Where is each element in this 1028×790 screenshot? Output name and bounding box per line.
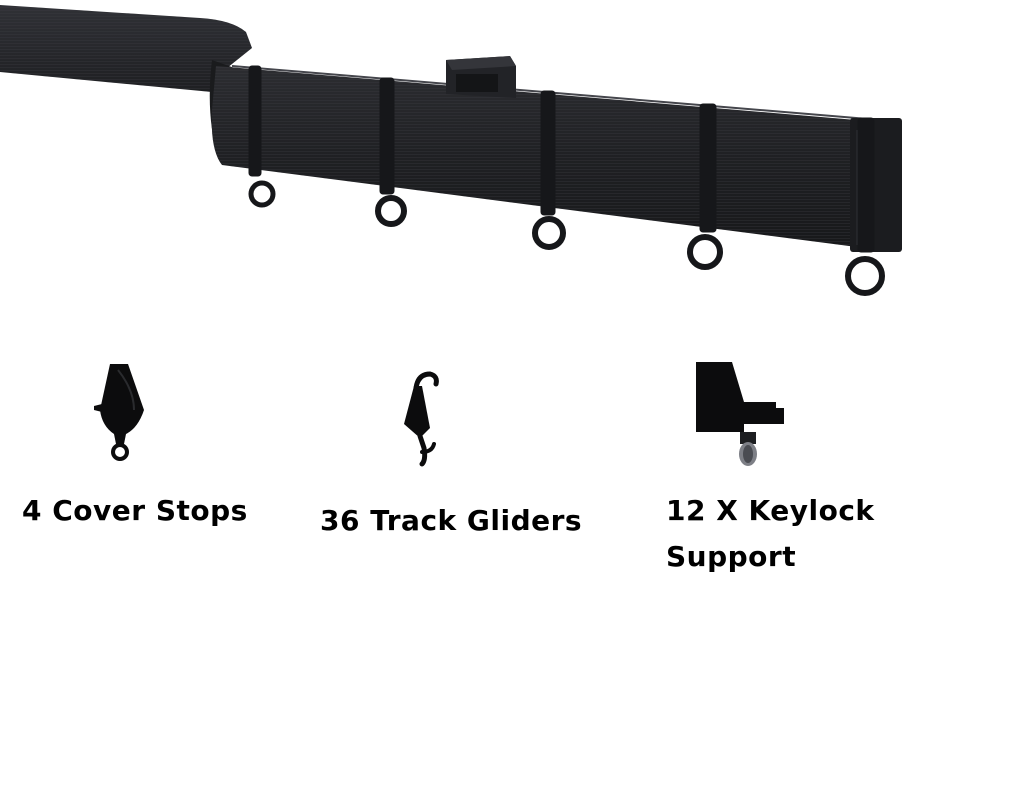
cover-stops-caption: 4 Cover Stops: [22, 488, 248, 534]
cover-stop-icon: [94, 364, 144, 461]
track-gliders-caption: 36 Track Gliders: [320, 498, 582, 544]
cover-stops-caption-line: 4 Cover Stops: [22, 494, 248, 527]
keylock-support-caption: 12 X Keylock Support: [666, 488, 875, 580]
track-glider-hook-icon: [404, 371, 439, 467]
keylock-support-bracket-icon: [696, 362, 784, 466]
keylock-support-caption-line-1: 12 X Keylock: [666, 494, 875, 527]
keylock-support-caption-line-2: Support: [666, 540, 797, 573]
curtain-track-image: [0, 5, 902, 296]
track-gliders-caption-line: 36 Track Gliders: [320, 504, 583, 537]
